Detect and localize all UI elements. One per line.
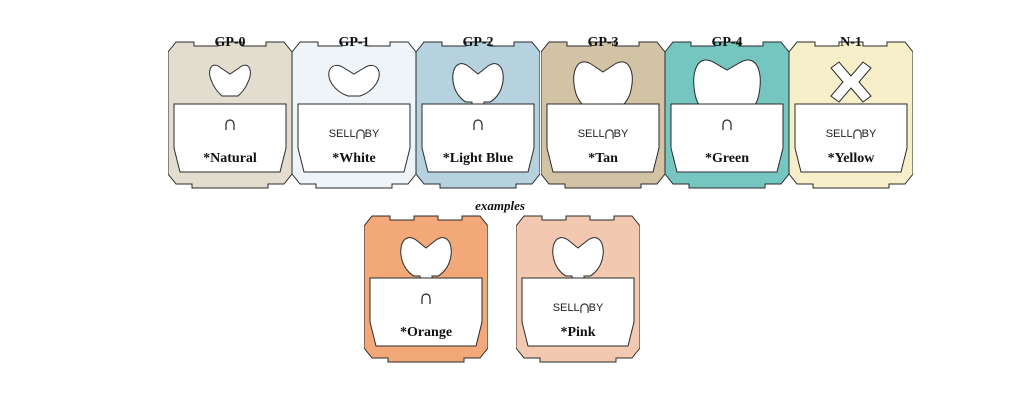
tag-code: GP-0 [214,35,246,50]
tag-shape [168,41,292,189]
color-label: *Yellow [827,151,875,166]
tag-shape [789,41,913,189]
label-panel [297,103,411,173]
bag-tag: GP-4 *Green [665,35,789,190]
arch-symbol-icon [421,293,431,304]
color-label: *White [332,151,376,166]
bag-tag: SELL BY *Pink [516,212,640,364]
color-label: *Pink [560,325,596,340]
label-panel [794,103,908,173]
sell-by-mark: SELL BY [789,127,913,141]
label-panel [173,103,287,173]
color-label: *Orange [399,325,453,340]
sell-by-text: BY [861,128,877,140]
color-label: *Tan [588,151,618,166]
arch-mark [665,118,789,132]
arch-symbol-icon [722,119,732,130]
tag-shape [416,41,540,189]
arch-symbol-icon [473,119,483,130]
sell-by-text: SELL [328,128,356,140]
tag-shape [665,41,789,189]
label-panel [670,103,784,173]
sell-by-text: BY [613,128,629,140]
tag-shape [364,215,488,363]
arch-mark [416,118,540,132]
label-panel [521,277,635,347]
tag-hole [209,64,251,97]
sell-by-text: SELL [552,302,580,314]
arch-mark [168,118,292,132]
tag-hole [328,64,380,97]
color-label: *Green [704,151,750,166]
tag-code: GP-4 [711,35,743,50]
arch-symbol-icon [852,129,862,139]
color-label: *Light Blue [442,151,514,166]
label-panel [369,277,483,347]
color-label: *Natural [203,151,257,166]
tag-shape [292,41,416,189]
arch-mark [364,292,488,306]
arch-symbol-icon [355,129,365,139]
bag-tag: GP-2 *Light Blue [416,35,540,190]
label-panel [546,103,660,173]
arch-symbol-icon [604,129,614,139]
tag-shape [516,215,640,363]
sell-by-text: BY [364,128,380,140]
bag-tag: *Orange [364,212,488,364]
examples-caption: examples [475,198,525,213]
sell-by-text: SELL [577,128,605,140]
sell-by-mark: SELL BY [541,127,665,141]
bag-tag: GP-0 *Natural [168,35,292,190]
sell-by-text: BY [588,302,604,314]
arch-symbol-icon [579,303,589,313]
tag-code: GP-1 [338,35,370,50]
sell-by-text: SELL [825,128,853,140]
tag-code: GP-2 [462,35,494,50]
tag-code: N-1 [840,35,862,50]
label-panel [421,103,535,173]
tag-shape [541,41,665,189]
arch-symbol-icon [225,119,235,130]
sell-by-mark: SELL BY [292,127,416,141]
sell-by-mark: SELL BY [516,301,640,315]
tag-code: GP-3 [587,35,619,50]
tag-hole [830,61,872,103]
